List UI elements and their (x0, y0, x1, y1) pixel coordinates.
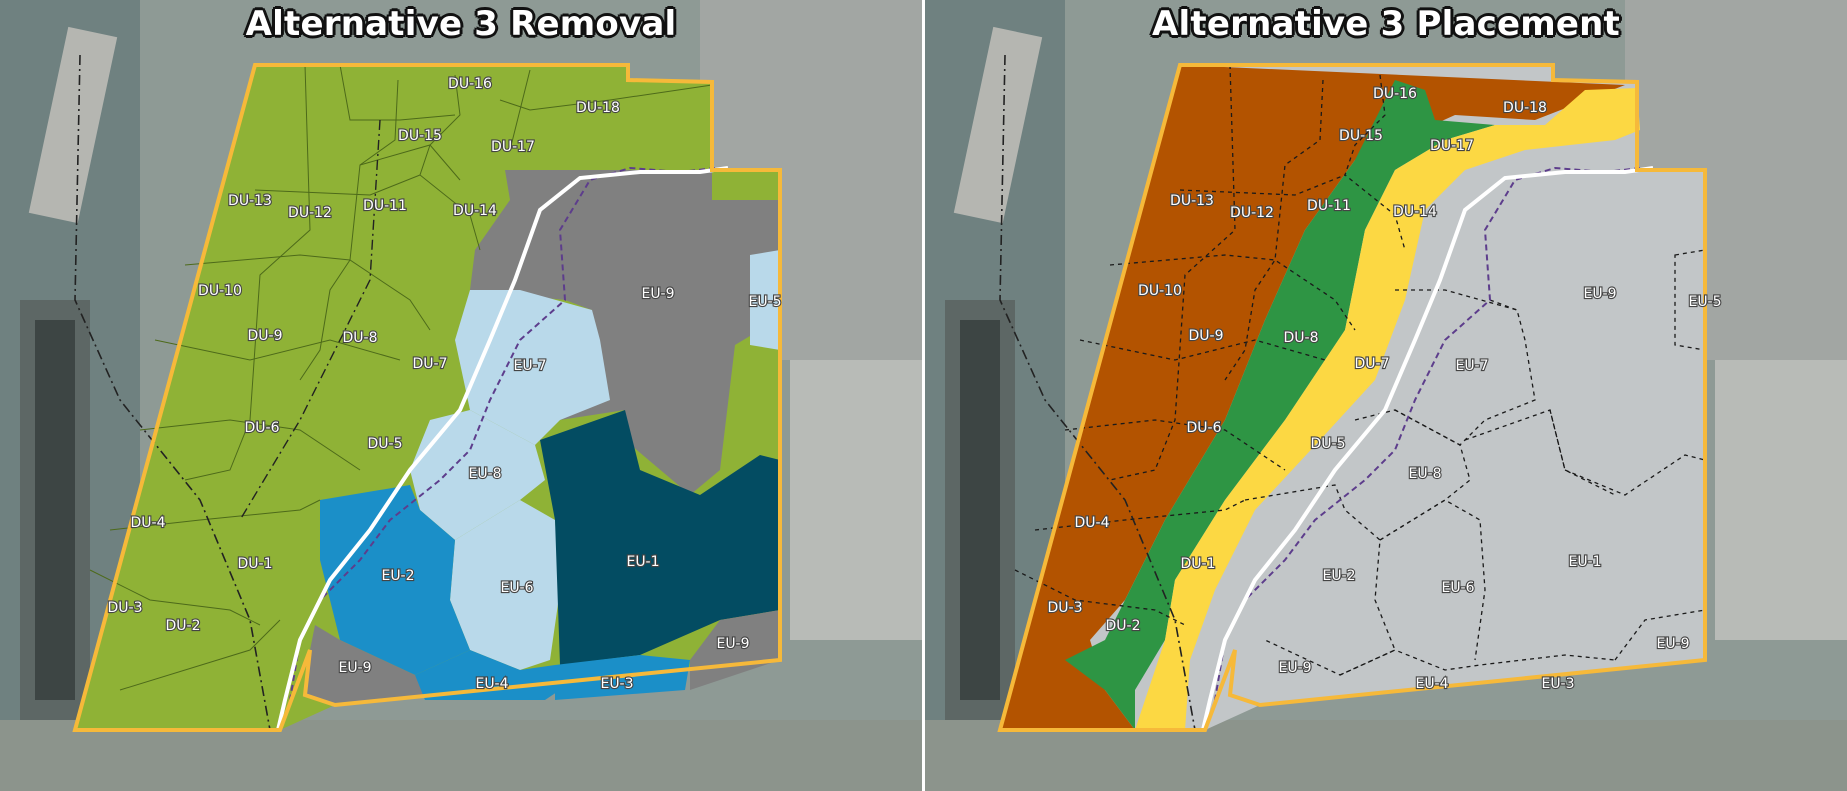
site-boundary-outline (72, 63, 782, 732)
du-2-label: DU-2 (1106, 618, 1141, 634)
du-2-label: DU-2 (166, 618, 201, 634)
du-12-label: DU-12 (1230, 205, 1274, 221)
du-1-label: DU-1 (1181, 556, 1216, 572)
eu-2-zone (320, 485, 470, 675)
placement-map-title: Alternative 3 Placement (1152, 4, 1620, 44)
eu-9-zone (470, 170, 780, 495)
docked-ship-deck (35, 320, 75, 700)
du-18-label: DU-18 (1503, 100, 1547, 116)
eu-1-label: EU-1 (1568, 554, 1601, 570)
eu-3-label: EU-3 (1541, 676, 1574, 692)
placement-green-area (1065, 80, 1495, 730)
du-1-label: DU-1 (238, 556, 273, 572)
du-18-label: DU-18 (576, 100, 620, 116)
du-6-label: DU-6 (1187, 420, 1222, 436)
eu-6-zone (450, 500, 560, 670)
eu-5-label: EU-5 (748, 294, 781, 310)
eu-9-lower-right-label: EU-9 (1656, 636, 1689, 652)
du-8-label: DU-8 (343, 330, 378, 346)
du-7-label: DU-7 (413, 356, 448, 372)
eu-9-lower-left-label: EU-9 (338, 660, 371, 676)
eu-7-label: EU-7 (1455, 358, 1488, 374)
du-15-label: DU-15 (1339, 128, 1383, 144)
eu-6-label: EU-6 (1441, 580, 1474, 596)
placement-brown-area (1000, 65, 1625, 730)
paved-area-lower (1715, 360, 1847, 640)
eu-9-lower-left-label: EU-9 (1278, 660, 1311, 676)
du-13-label: DU-13 (228, 193, 272, 209)
du-5-label: DU-5 (368, 436, 403, 452)
du-17-label: DU-17 (491, 139, 535, 155)
purple-dashed-line (289, 166, 716, 701)
eu-9-lower-left-zone (305, 625, 425, 705)
eu-6-label: EU-6 (500, 580, 533, 596)
removal-map-panel: DU-16 DU-18 DU-15 DU-17 DU-13 DU-12 DU-1… (0, 0, 922, 791)
pier (953, 26, 1043, 224)
eu-9-label: EU-9 (641, 286, 674, 302)
purple-dashed-line (1214, 166, 1641, 701)
eu-1-zone (540, 410, 780, 665)
du-16-label: DU-16 (448, 76, 492, 92)
du-9-label: DU-9 (1189, 328, 1224, 344)
du-13-label: DU-13 (1170, 193, 1214, 209)
docked-ship-deck (960, 320, 1000, 700)
du-boundaries (89, 64, 713, 691)
du-10-label: DU-10 (1138, 283, 1182, 299)
du-3-label: DU-3 (108, 600, 143, 616)
eu-4-label: EU-4 (1415, 676, 1448, 692)
eu-3-label: EU-3 (600, 676, 633, 692)
du-14-label: DU-14 (453, 203, 497, 219)
eu-9-lower-right-zone (690, 610, 780, 690)
unit-boundaries (1014, 64, 1706, 676)
white-boundary-line (1201, 166, 1654, 731)
eu-1-label: EU-1 (626, 554, 659, 570)
pier (28, 26, 118, 224)
du-11-label: DU-11 (363, 198, 407, 214)
du-14-label: DU-14 (1393, 204, 1437, 220)
placement-yellow-area (1135, 88, 1640, 730)
eu-8-zone (410, 410, 545, 540)
white-boundary-line (276, 166, 729, 731)
placement-map-panel: DU-16 DU-18 DU-15 DU-17 DU-13 DU-12 DU-1… (925, 0, 1847, 791)
eu-9-label: EU-9 (1583, 286, 1616, 302)
eu-2-label: EU-2 (381, 568, 414, 584)
panel-divider (922, 0, 925, 791)
eu-7-label: EU-7 (513, 358, 546, 374)
du-17-label: DU-17 (1430, 138, 1474, 154)
du-15-label: DU-15 (398, 128, 442, 144)
regulatory-line (999, 54, 1196, 731)
du-6-label: DU-6 (245, 420, 280, 436)
placement-map: DU-16 DU-18 DU-15 DU-17 DU-13 DU-12 DU-1… (925, 0, 1847, 791)
du-16-label: DU-16 (1373, 86, 1417, 102)
du-11-label: DU-11 (1307, 198, 1351, 214)
eu-4-label: EU-4 (475, 676, 508, 692)
du-3-label: DU-3 (1048, 600, 1083, 616)
du-12-label: DU-12 (288, 205, 332, 221)
du-7-label: DU-7 (1355, 356, 1390, 372)
du-10-label: DU-10 (198, 283, 242, 299)
du-5-label: DU-5 (1311, 436, 1346, 452)
eu-5-zone (750, 250, 780, 350)
paved-area-lower (790, 360, 922, 640)
regulatory-line-upper (239, 119, 381, 521)
du-9-label: DU-9 (248, 328, 283, 344)
du-4-label: DU-4 (1075, 515, 1110, 531)
du-4-label: DU-4 (131, 515, 166, 531)
removal-map: DU-16 DU-18 DU-15 DU-17 DU-13 DU-12 DU-1… (0, 0, 922, 791)
eu-8-label: EU-8 (468, 466, 501, 482)
eu-5-label: EU-5 (1688, 294, 1721, 310)
site-boundary-outline (997, 63, 1707, 732)
eu-2-label: EU-2 (1322, 568, 1355, 584)
removal-map-title: Alternative 3 Removal (245, 4, 677, 44)
du-8-label: DU-8 (1284, 330, 1319, 346)
eu-8-label: EU-8 (1408, 466, 1441, 482)
regulatory-line (74, 54, 271, 731)
eu-9-lower-right-label: EU-9 (716, 636, 749, 652)
